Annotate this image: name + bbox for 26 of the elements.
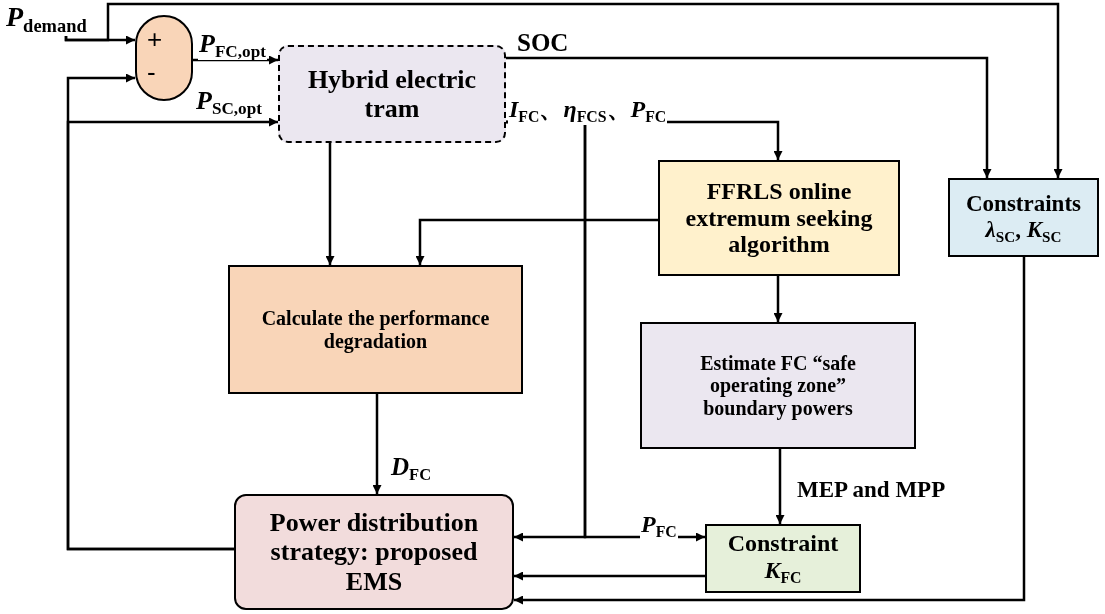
arrow [773, 276, 783, 322]
box-heading: Constraint [727, 530, 839, 558]
process-box: Calculate the performance degradation [228, 265, 523, 394]
arrow [514, 257, 1026, 605]
arrow [415, 218, 658, 265]
algorithm-box: FFRLS online extremum seeking algorithm [658, 160, 900, 276]
constraint-formula: λ$_{SC}$, K$_{SC}$ [985, 216, 1062, 245]
arrow [325, 143, 335, 265]
constraint-box [705, 524, 861, 593]
signal-label: P$_{demand}$ [6, 2, 106, 36]
summing-junction [135, 15, 193, 101]
arrow [775, 449, 785, 524]
plus-sign: + [147, 24, 163, 55]
process-box: Estimate FC “safe operating zone” boundary powers [640, 322, 916, 449]
minus-sign: - [147, 57, 156, 88]
tram-block: Hybrid electric tram [278, 45, 506, 143]
arrow [193, 55, 278, 65]
constraint-formula: K$_{FC}$ [764, 557, 802, 587]
constraint-box [948, 178, 1099, 257]
box-heading: Constraints [966, 190, 1081, 217]
arrow [372, 394, 382, 494]
strategy-box: Power distribution strategy: proposed EMS [234, 494, 514, 610]
arrow [64, 2, 1063, 178]
arrow [506, 56, 992, 178]
arrow [514, 571, 705, 581]
arrow [66, 73, 234, 551]
